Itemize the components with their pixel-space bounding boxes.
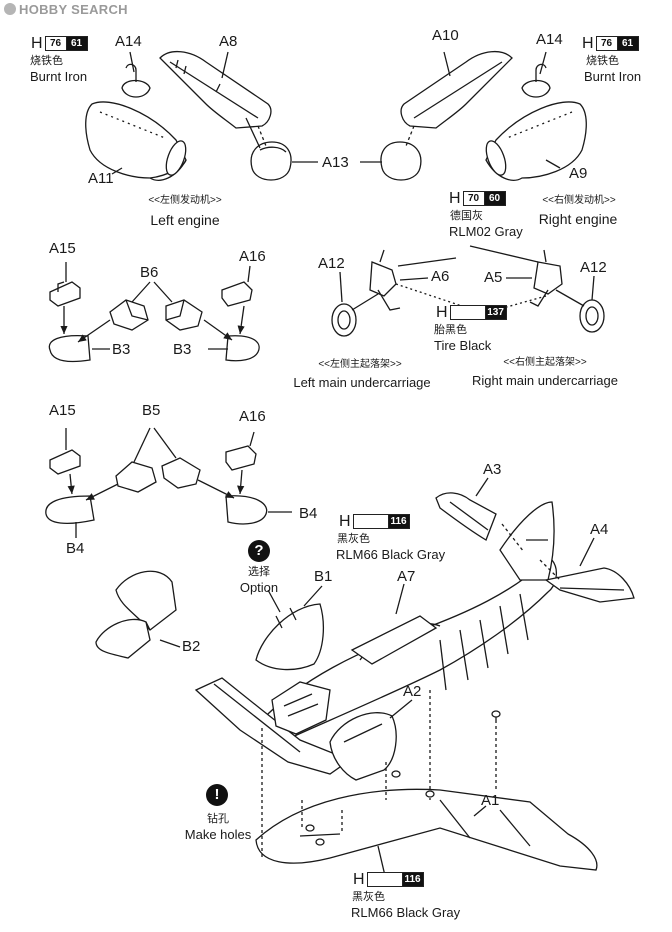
paint-zh-rlm66-lower: 黑灰色 <box>352 891 385 903</box>
part-label-b3-left: B3 <box>112 341 131 358</box>
left-undercarriage-caption-zh: <<左侧主起落架>> <box>318 359 402 370</box>
paint-en-rlm66-upper: RLM66 Black Gray <box>336 547 446 562</box>
part-label-a10: A10 <box>432 27 459 44</box>
paint-swatch-rlm66-upper: H 116 <box>339 514 410 530</box>
part-label-b1: B1 <box>314 568 333 585</box>
canopy-a2 <box>329 712 397 781</box>
paint-swatch-burnt-iron-right: H 76 61 <box>582 36 639 52</box>
paint-zh-rlm66-upper: 黑灰色 <box>337 533 370 545</box>
watermark-logo-icon <box>4 3 16 15</box>
cockpit-interior <box>271 681 331 735</box>
paint-swatch-tire-black: H 137 <box>436 305 507 321</box>
part-label-a12-left: A12 <box>318 255 345 272</box>
paint-zh-tire-black: 胎黑色 <box>434 324 467 336</box>
part-label-b4-right: B4 <box>299 505 318 522</box>
part-a15-top <box>49 281 81 307</box>
paint-en-rlm02: RLM02 Gray <box>449 224 523 239</box>
paint-en-rlm66-lower: RLM66 Black Gray <box>351 905 461 920</box>
part-label-a6: A6 <box>431 268 450 285</box>
part-label-a16-bottom: A16 <box>239 408 266 425</box>
part-b6-right <box>165 299 203 331</box>
part-label-a5: A5 <box>484 269 503 286</box>
part-label-a4: A4 <box>590 521 609 538</box>
part-label-a15-bottom: A15 <box>49 402 76 419</box>
make-holes-label-zh: 钻孔 <box>207 813 229 825</box>
part-label-b5: B5 <box>142 402 161 419</box>
left-intake-a8 <box>159 51 272 129</box>
part-label-a13: A13 <box>322 154 349 171</box>
paint-zh-burnt-iron-left: 烧铁色 <box>30 55 63 67</box>
left-engine-caption: Left engine <box>150 212 220 228</box>
part-b6-left <box>109 299 149 331</box>
paint-en-tire-black: Tire Black <box>434 338 492 353</box>
engine-cone-a13 <box>250 141 292 181</box>
part-label-a16-top: A16 <box>239 248 266 265</box>
paint-zh-burnt-iron-right: 烧铁色 <box>586 55 619 67</box>
nose-cowling-b2-option <box>95 570 177 659</box>
part-label-b4-left: B4 <box>66 540 85 557</box>
paint-zh-rlm02: 德国灰 <box>450 210 483 222</box>
tail-fin-assembly <box>499 501 555 581</box>
watermark: HOBBY SEARCH <box>4 2 128 17</box>
nose-cowling-b1 <box>255 603 324 671</box>
part-a16-top <box>221 281 253 307</box>
right-engine-caption-zh: <<右侧发动机>> <box>542 195 616 206</box>
option-label: Option <box>239 580 279 595</box>
part-label-a14-left: A14 <box>115 33 142 50</box>
part-label-a14-right: A14 <box>536 31 563 48</box>
part-label-a2: A2 <box>403 683 422 700</box>
part-label-b6: B6 <box>140 264 159 281</box>
part-label-a15-top: A15 <box>49 240 76 257</box>
left-engine-caption-zh: <<左侧发动机>> <box>148 195 222 206</box>
part-label-a9: A9 <box>569 165 588 182</box>
paint-swatch-rlm02: H 70 60 <box>449 191 506 207</box>
paint-swatch-rlm66-lower: H 116 <box>353 872 424 888</box>
part-b3-left <box>48 334 91 363</box>
right-undercarriage-caption-zh: <<右侧主起落架>> <box>503 357 587 368</box>
paint-en-burnt-iron-left: Burnt Iron <box>30 69 88 84</box>
part-label-a1: A1 <box>481 792 500 809</box>
right-undercarriage-caption: Right main undercarriage <box>472 373 618 388</box>
part-label-b2: B2 <box>182 638 201 655</box>
left-undercarriage-caption: Left main undercarriage <box>293 375 431 390</box>
right-engine-caption: Right engine <box>538 211 618 227</box>
right-undercarriage <box>529 249 605 333</box>
stabilizer-a4 <box>544 567 635 603</box>
left-undercarriage <box>331 249 401 337</box>
part-label-a7: A7 <box>397 568 416 585</box>
part-label-a11: A11 <box>88 170 114 187</box>
option-question-icon: ? <box>248 540 270 562</box>
option-label-zh: 选择 <box>248 566 270 578</box>
part-b3-right <box>225 335 260 362</box>
part-label-b3-right: B3 <box>173 341 192 358</box>
make-holes-label: Make holes <box>184 827 252 842</box>
stabilizer-a3 <box>435 492 497 541</box>
part-label-a12-right: A12 <box>580 259 607 276</box>
aircraft-fuselage <box>260 559 558 741</box>
left-exhaust-a14 <box>121 63 151 98</box>
part-label-a8: A8 <box>219 33 238 50</box>
part-label-a3: A3 <box>483 461 502 478</box>
paint-swatch-burnt-iron-left: H 76 61 <box>31 36 88 52</box>
paint-en-burnt-iron-right: Burnt Iron <box>584 69 642 84</box>
make-holes-exclamation-icon: ! <box>206 784 228 806</box>
left-engine-nacelle <box>85 101 187 181</box>
wing-a1 <box>255 788 598 871</box>
